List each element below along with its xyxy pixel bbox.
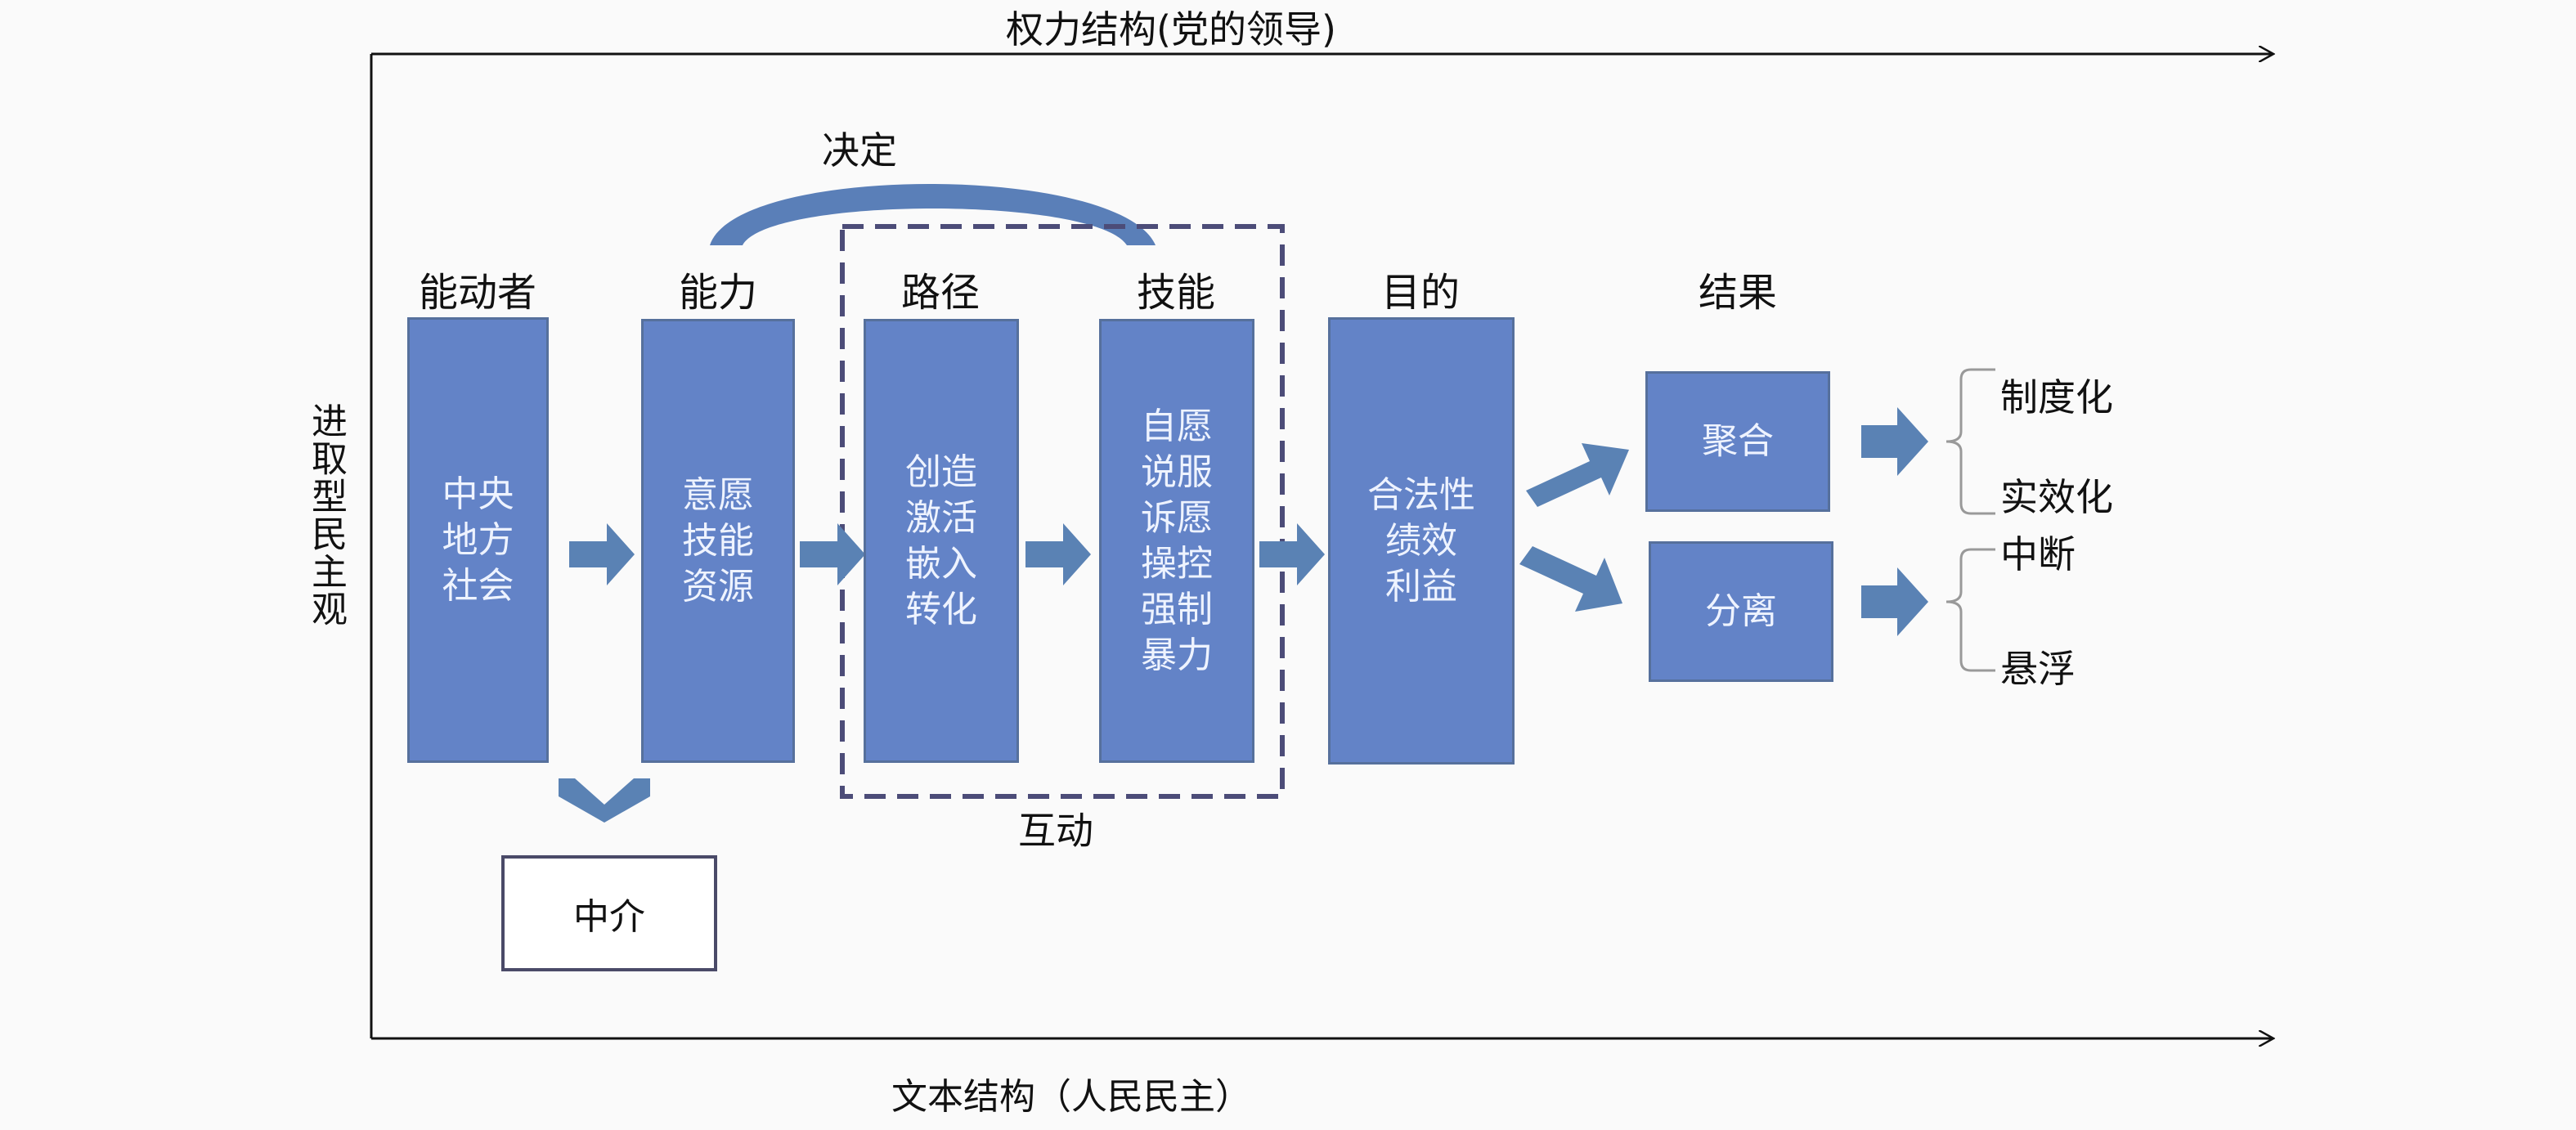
column-header-capacity: 能力 [678,270,758,316]
capacity-box: 意愿 技能 资源 [641,319,795,763]
top-axis-label: 权力结构(党的领导) [1006,7,1336,52]
decide-arc [710,184,1156,245]
interact-label: 互动 [1018,809,1093,853]
arrow-right-icon [1259,523,1325,585]
arrow-right-icon [569,523,635,585]
column-header-result: 结果 [1698,270,1778,316]
column-header-goal: 目的 [1380,270,1461,316]
path-box: 创造 激活 嵌入 转化 [864,319,1019,763]
arrow-right-icon [1025,523,1091,585]
left-axis-label: 进取型民主观 [305,402,347,628]
bottom-axis-label: 文本结构（人民民主） [891,1076,1251,1118]
mediator-label: 中介 [573,896,645,938]
skill-box: 自愿 说服 诉愿 操控 强制 暴力 [1099,319,1254,763]
decide-label: 决定 [822,128,897,173]
aggregate-box: 聚合 [1645,371,1830,512]
mediator-box: 中介 [501,855,717,971]
interaction-frame [840,224,1285,799]
capacity-box-text: 意愿 技能 资源 [682,473,754,608]
actor-box-text: 中央 地方 社会 [442,473,514,607]
column-header-actor: 能动者 [418,270,537,316]
arrow-right-icon [1861,567,1928,636]
outcome-braces [1945,368,1995,672]
arrow-down-right-icon [1519,546,1622,612]
brace-separate [1945,548,1995,672]
skill-box-text: 自愿 说服 诉愿 操控 强制 暴力 [1141,405,1213,676]
arrow-up-right-icon [1526,443,1629,507]
column-header-skill: 技能 [1136,270,1216,316]
actor-box: 中央 地方 社会 [407,317,549,763]
separate-box-text: 分离 [1705,590,1777,632]
path-box-text: 创造 激活 嵌入 转化 [905,451,977,630]
flow-arrows [559,407,1928,823]
brace-aggregate [1945,368,1995,515]
goal-box-text: 合法性 绩效 利益 [1367,473,1475,608]
column-header-path: 路径 [900,270,981,316]
outcome-interrupt: 中断 [2000,532,2076,576]
outcome-institutionalize: 制度化 [2000,375,2113,419]
outcome-suspend: 悬浮 [2000,647,2076,691]
separate-box: 分离 [1649,541,1833,682]
arrow-right-icon [1861,407,1928,476]
outcome-effectiveness: 实效化 [2000,475,2113,519]
chevron-down-icon [559,778,650,823]
aggregate-box-text: 聚合 [1702,420,1774,462]
goal-box: 合法性 绩效 利益 [1328,317,1515,765]
arrow-right-icon [800,523,865,585]
